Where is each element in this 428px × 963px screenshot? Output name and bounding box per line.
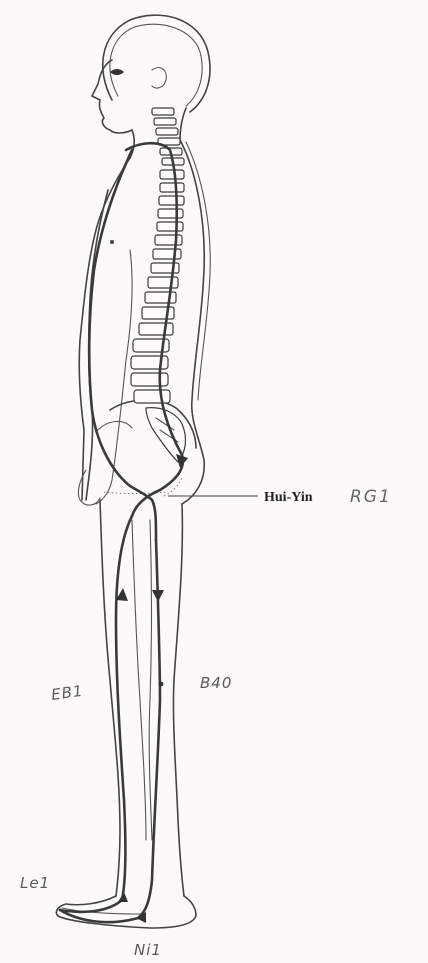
cervical-vertebrae [152,108,184,165]
hui-yin-label: Hui-Yin [264,490,313,505]
acupoints [159,496,258,686]
meridian-pathways [60,143,183,922]
b40-point [159,682,164,687]
leg-meridian-up [60,516,132,912]
lumbar-vertebrae [131,339,170,403]
eye [110,69,124,75]
ni1-label: Ni1 [134,941,162,959]
eb1-label: EB1 [50,682,85,704]
le1-label: Le1 [20,874,50,892]
arrow-down-leg [152,590,164,602]
rg1-label: RG1 [350,487,392,507]
ear [152,68,166,88]
b40-label: B40 [200,674,232,692]
head [92,15,210,158]
